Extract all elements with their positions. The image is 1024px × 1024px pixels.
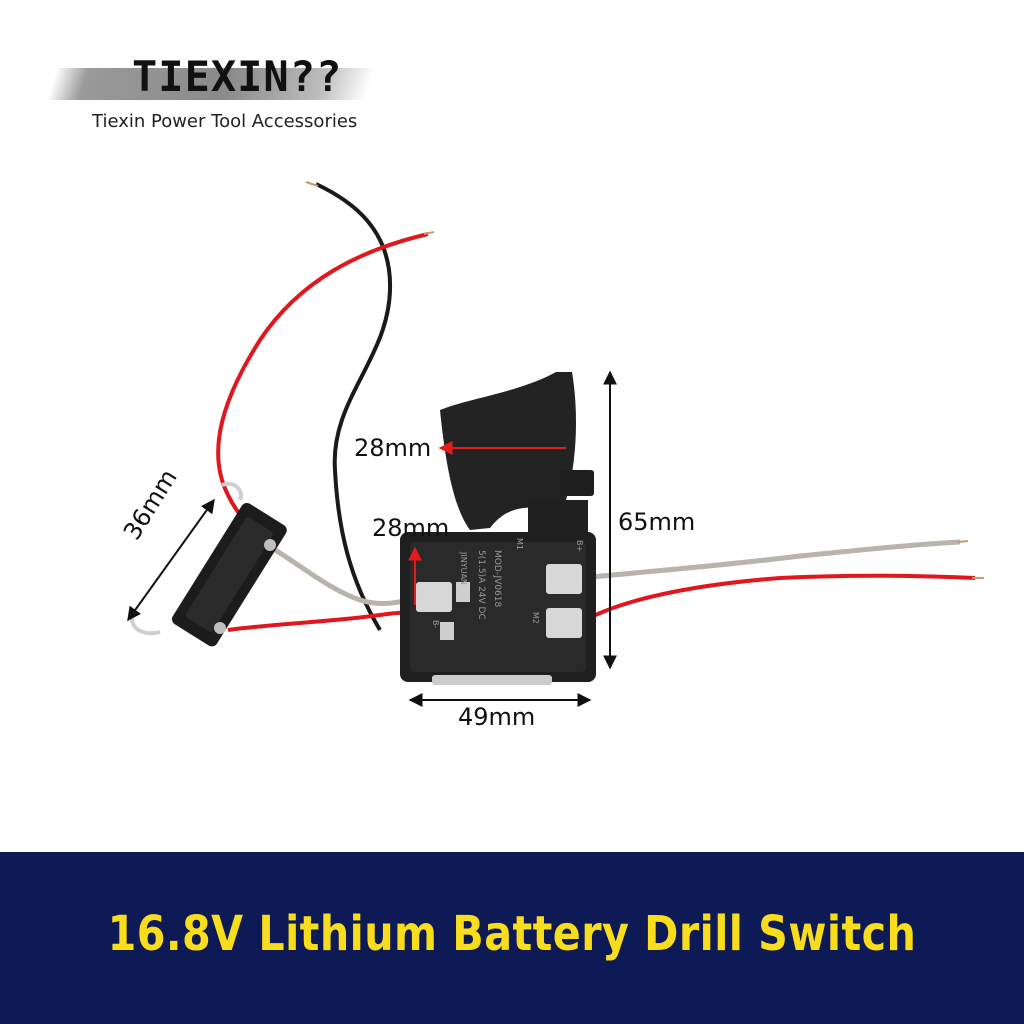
dimension-trigger-depth: 28mm: [354, 434, 432, 462]
trigger: [440, 372, 577, 530]
brand-name: TIEXIN??: [132, 52, 343, 101]
dimension-body-depth: 28mm: [372, 514, 450, 542]
switch-marking-m2: M2: [531, 612, 540, 624]
switch-marking-m1: M1: [515, 538, 524, 550]
dimension-width: 49mm: [458, 703, 536, 731]
product-illustration: [127, 181, 984, 707]
switch-marking-model: MOD-JV0618: [492, 550, 502, 608]
switch-marking-b-minus: B-: [431, 620, 440, 629]
dimension-height: 65mm: [618, 508, 696, 536]
gray-wire-left: [270, 545, 421, 606]
product-title: 16.8V Lithium Battery Drill Switch: [107, 906, 917, 962]
footer-banner: [0, 852, 1024, 1024]
gray-wire-right: [581, 539, 961, 581]
red-wire-right: [580, 573, 976, 624]
switch-marking-b-plus: B+: [575, 540, 584, 553]
switch-marking-maker: JINYUAN: [459, 552, 468, 585]
switch-marking-rating: 5(1.5)A 24V DC: [476, 550, 486, 620]
switch-body: [400, 532, 596, 685]
brand-tagline: Tiexin Power Tool Accessories: [92, 111, 358, 132]
red-wire-lower: [227, 610, 421, 632]
red-wire-upper: [216, 232, 429, 547]
black-wire: [315, 182, 393, 632]
